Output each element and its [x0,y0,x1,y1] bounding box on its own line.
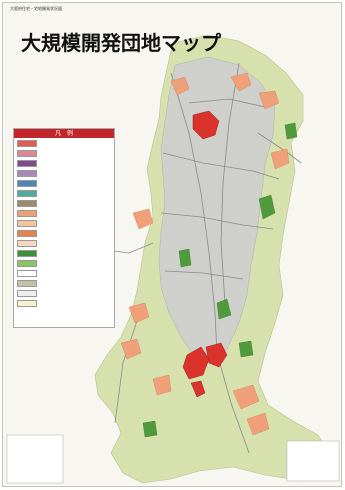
legend-rows [14,138,114,308]
legend-item [14,168,114,178]
road-network [98,62,302,454]
legend-item [14,208,114,218]
legend-item [14,138,114,148]
legend-item [14,238,114,248]
legend-swatch [17,230,37,237]
legend-swatch [17,300,37,307]
legend-swatch [17,260,37,267]
legend-swatch [17,200,37,207]
legend-swatch [17,190,37,197]
legend-title: 凡 例 [14,129,114,138]
map-legend: 凡 例 [13,128,115,328]
development-red-clusters [182,110,228,398]
legend-swatch [17,220,37,227]
legend-swatch [17,210,37,217]
legend-item [14,278,114,288]
legend-swatch [17,290,37,297]
legend-item [14,248,114,258]
legend-swatch [17,160,37,167]
legend-swatch [17,280,37,287]
legend-swatch [17,180,37,187]
legend-item [14,218,114,228]
legend-item [14,258,114,268]
map-caption: 大阪府住宅・宅地開発状況図 [10,6,62,11]
map-sheet: 大阪府住宅・宅地開発状況図 大規模開発団地マップ 凡 例 [2,2,342,487]
legend-swatch [17,240,37,247]
legend-swatch [17,270,37,277]
legend-item [14,158,114,168]
inset-frame-right [286,440,340,482]
legend-item [14,198,114,208]
legend-item [14,148,114,158]
legend-item [14,178,114,188]
park-green-areas [142,122,298,438]
legend-swatch [17,140,37,147]
legend-item [14,288,114,298]
inset-frame-left [6,434,64,484]
legend-item [14,188,114,198]
map-title: 大規模開発団地マップ [21,31,221,55]
map-canvas [3,3,341,486]
legend-item [14,268,114,278]
legend-swatch [17,170,37,177]
legend-swatch [17,250,37,257]
development-orange-clusters [120,72,290,436]
legend-item [14,298,114,308]
legend-item [14,228,114,238]
legend-swatch [17,150,37,157]
